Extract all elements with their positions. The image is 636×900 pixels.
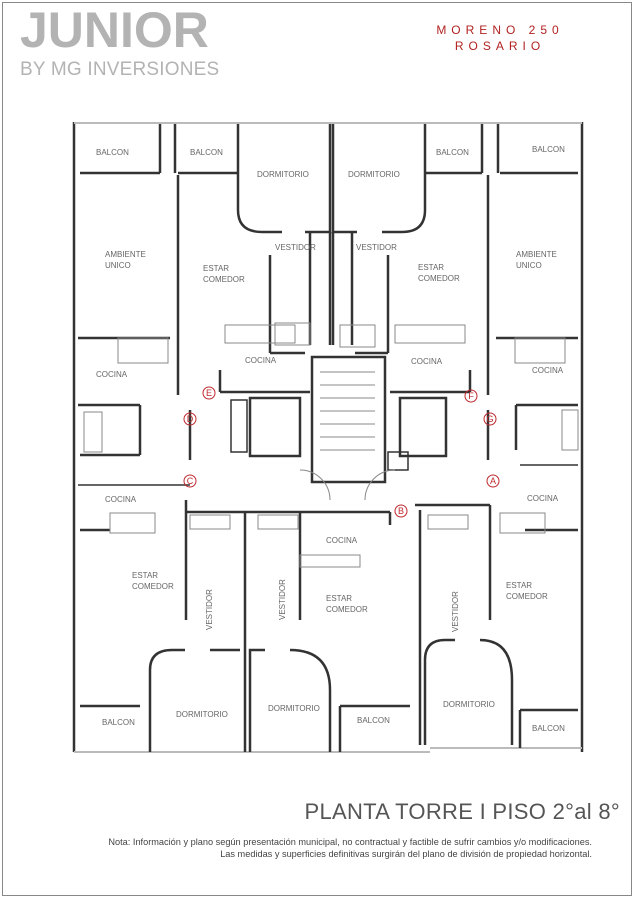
note-line-2: Las medidas y superficies definitivas su…	[220, 849, 592, 859]
label-dormitorio: DORMITORIO	[176, 710, 228, 719]
label-estar: ESTAR	[418, 263, 444, 272]
unit-markers	[183, 386, 500, 518]
label-cocina: COCINA	[245, 356, 277, 365]
label-cocina: COCINA	[532, 366, 564, 375]
label-dormitorio: DORMITORIO	[443, 700, 495, 709]
label-comedor: COMEDOR	[418, 274, 460, 283]
label-balcon: BALCON	[532, 724, 565, 733]
brand-subtitle: BY MG INVERSIONES	[20, 59, 220, 80]
fixtures	[83, 322, 579, 568]
label-cocina: COCINA	[105, 495, 137, 504]
label-cocina: COCINA	[326, 536, 358, 545]
address-city: ROSARIO	[454, 39, 546, 53]
brand-logo: JUNIOR BY MG INVERSIONES	[20, 0, 240, 82]
label-balcon: BALCON	[532, 145, 565, 154]
label-cocina: COCINA	[411, 357, 443, 366]
address-street: MORENO 250	[436, 23, 564, 37]
label-comedor: COMEDOR	[203, 275, 245, 284]
unit-marker-a: A	[490, 476, 496, 486]
label-unico: UNICO	[105, 261, 131, 270]
label-balcon: BALCON	[436, 148, 469, 157]
unit-marker-labels: A B C D E F G	[187, 388, 496, 516]
label-vestidor: VESTIDOR	[356, 243, 397, 252]
address: MORENO 250 ROSARIO	[410, 22, 590, 54]
walls	[72, 122, 584, 753]
unit-marker-f: F	[468, 391, 474, 401]
label-vestidor: VESTIDOR	[275, 243, 316, 252]
label-estar: ESTAR	[506, 581, 532, 590]
label-ambiente: AMBIENTE	[516, 250, 557, 259]
label-balcon: BALCON	[357, 716, 390, 725]
room-labels: BALCON BALCON BALCON BALCON DORMITORIO D…	[96, 145, 565, 733]
disclaimer-note: Nota: Información y plano según presenta…	[12, 836, 592, 860]
label-balcon: BALCON	[102, 718, 135, 727]
label-dormitorio: DORMITORIO	[348, 170, 400, 179]
plan-title: PLANTA TORRE I PISO 2°al 8°	[304, 799, 620, 824]
label-vestidor: VESTIDOR	[451, 591, 460, 632]
unit-marker-c: C	[187, 476, 194, 486]
note-line-1: Nota: Información y plano según presenta…	[108, 837, 592, 847]
label-dormitorio: DORMITORIO	[268, 704, 320, 713]
label-estar: ESTAR	[132, 571, 158, 580]
label-dormitorio: DORMITORIO	[257, 170, 309, 179]
label-vestidor: VESTIDOR	[278, 579, 287, 620]
label-comedor: COMEDOR	[506, 592, 548, 601]
label-ambiente: AMBIENTE	[105, 250, 146, 259]
label-estar: ESTAR	[203, 264, 229, 273]
unit-marker-b: B	[398, 506, 404, 516]
brand-title: JUNIOR	[20, 2, 209, 58]
label-vestidor: VESTIDOR	[205, 589, 214, 630]
label-estar: ESTAR	[326, 594, 352, 603]
label-comedor: COMEDOR	[132, 582, 174, 591]
label-cocina: COCINA	[527, 494, 559, 503]
unit-marker-d: D	[187, 414, 194, 424]
label-balcon: BALCON	[96, 148, 129, 157]
label-balcon: BALCON	[190, 148, 223, 157]
label-cocina: COCINA	[96, 370, 128, 379]
label-comedor: COMEDOR	[326, 605, 368, 614]
label-unico: UNICO	[516, 261, 542, 270]
unit-marker-g: G	[486, 414, 493, 424]
unit-marker-e: E	[206, 388, 212, 398]
